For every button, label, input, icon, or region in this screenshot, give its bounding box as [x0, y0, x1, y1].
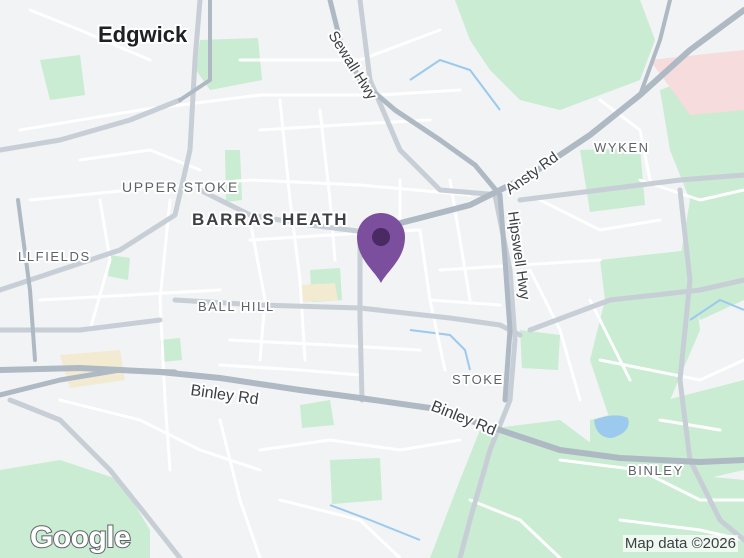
water: [329, 58, 744, 541]
label-ball-hill: BALL HILL: [198, 299, 275, 314]
label-upper-stoke: UPPER STOKE: [122, 179, 239, 195]
pond: [594, 415, 629, 438]
label-binley: BINLEY: [628, 463, 684, 478]
map-attribution: Map data ©2026: [622, 535, 738, 552]
industrial-area: [300, 283, 338, 302]
label-barras-heath: BARRAS HEATH: [192, 210, 348, 229]
minor-streets: [18, 8, 744, 558]
label-stoke: STOKE: [452, 372, 504, 387]
label-hillfields: LLFIELDS: [18, 249, 91, 264]
label-wyken: WYKEN: [594, 140, 650, 155]
google-logo: Google: [30, 521, 130, 554]
label-edgwick: Edgwick: [98, 22, 188, 47]
map-pin-icon[interactable]: [357, 213, 405, 283]
main-roads: [0, 0, 744, 465]
